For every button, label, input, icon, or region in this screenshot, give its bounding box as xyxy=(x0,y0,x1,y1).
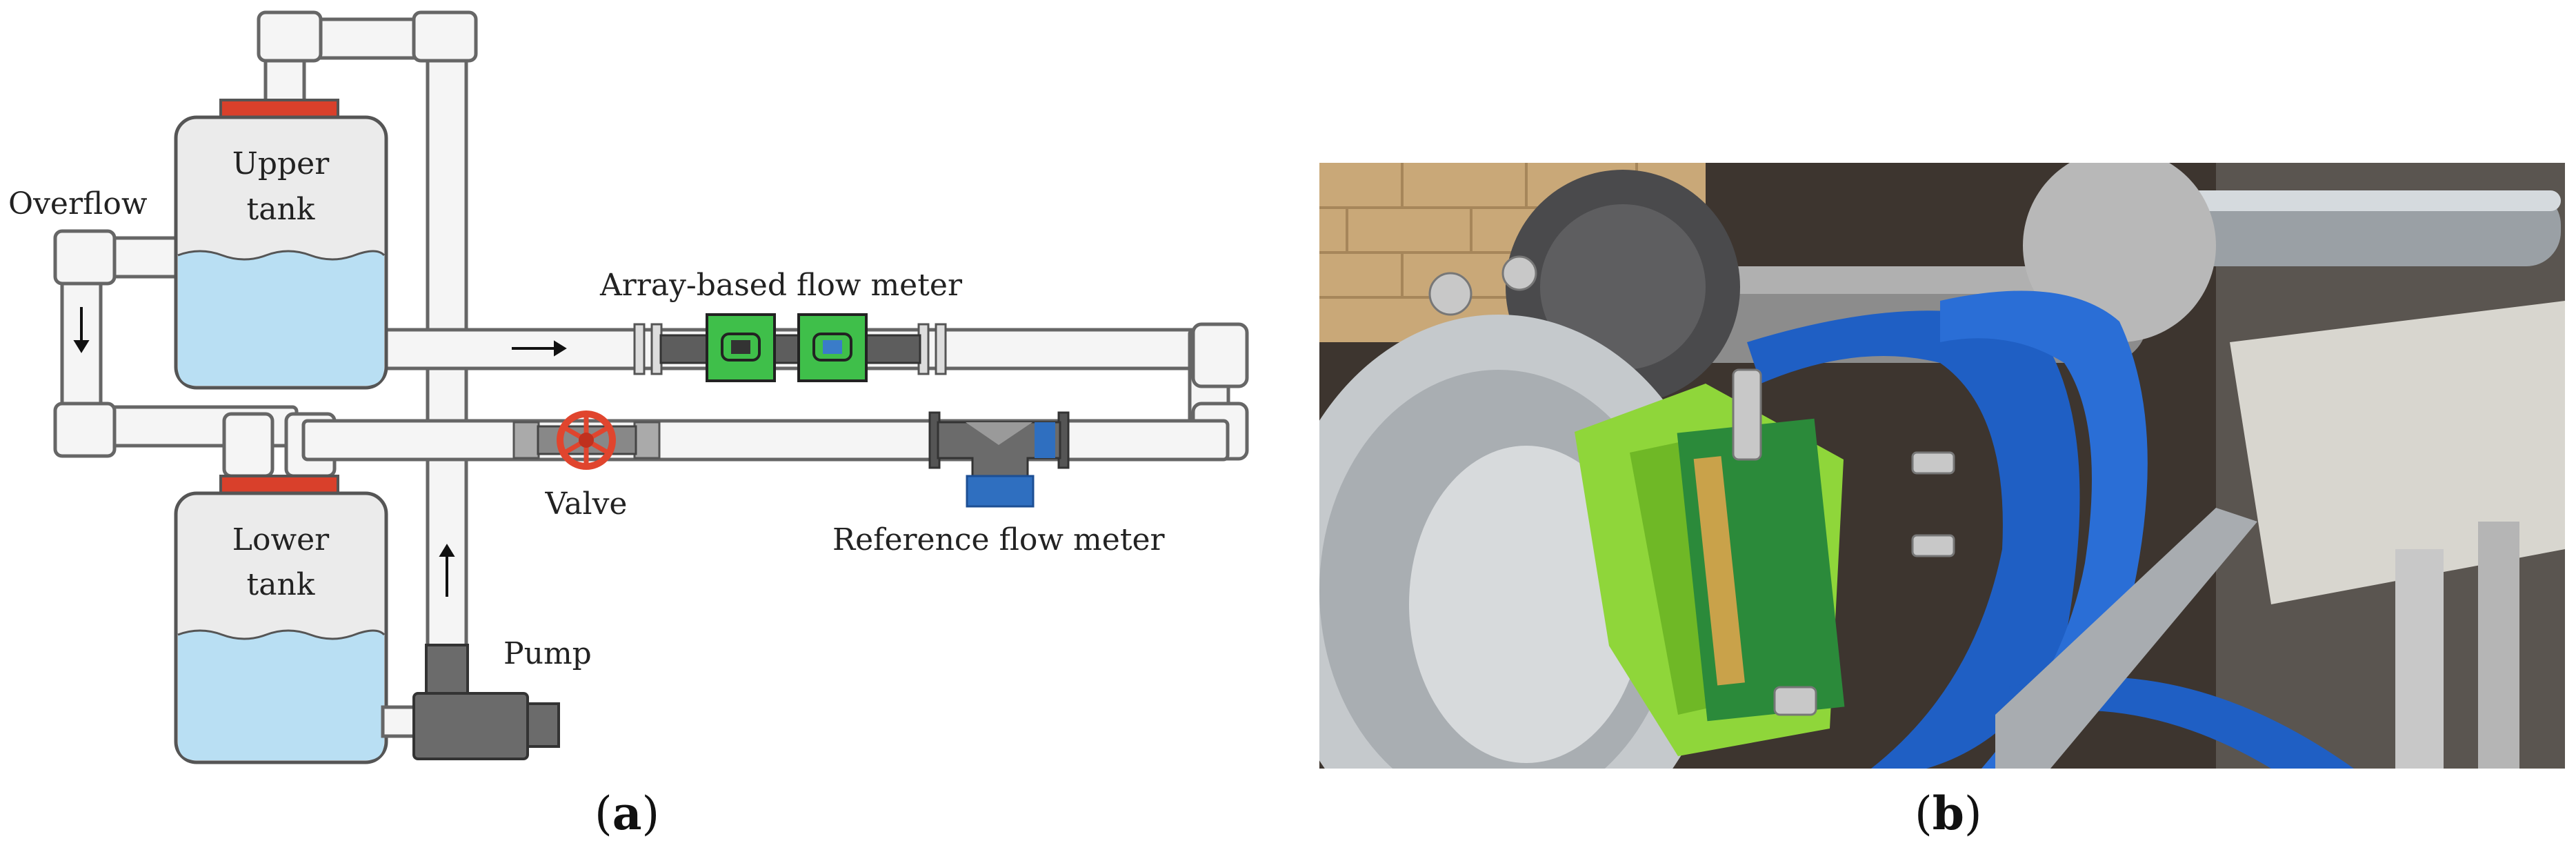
lower-tank xyxy=(174,475,388,764)
reference-flow-meter xyxy=(928,411,1070,508)
flow-arrows xyxy=(73,307,567,597)
lower-tank-label-1: Lower xyxy=(232,522,330,557)
upper-tank xyxy=(174,99,388,390)
caption-b-letter: b xyxy=(1932,786,1964,840)
caption-b: (b) xyxy=(1915,786,1982,840)
reference-flow-meter-label: Reference flow meter xyxy=(832,522,1166,557)
array-flow-meter xyxy=(633,313,947,382)
overflow-label: Overflow xyxy=(8,186,148,221)
lower-tank-label-2: tank xyxy=(247,567,315,602)
array-flow-meter-label: Array-based flow meter xyxy=(599,268,963,303)
pump-label: Pump xyxy=(503,636,592,671)
upper-tank-label-2: tank xyxy=(247,192,315,227)
pump xyxy=(381,644,560,760)
upper-tank-label-1: Upper xyxy=(232,146,330,181)
caption-a-letter: a xyxy=(612,786,642,840)
caption-a: (a) xyxy=(595,786,660,840)
valve xyxy=(512,410,661,470)
photo-flow-meter-rig-image xyxy=(1319,163,2565,769)
flow-loop-diagram: Upper tank Lower tank Overflow Array-bas… xyxy=(8,10,1249,764)
valve-label: Valve xyxy=(545,486,628,522)
